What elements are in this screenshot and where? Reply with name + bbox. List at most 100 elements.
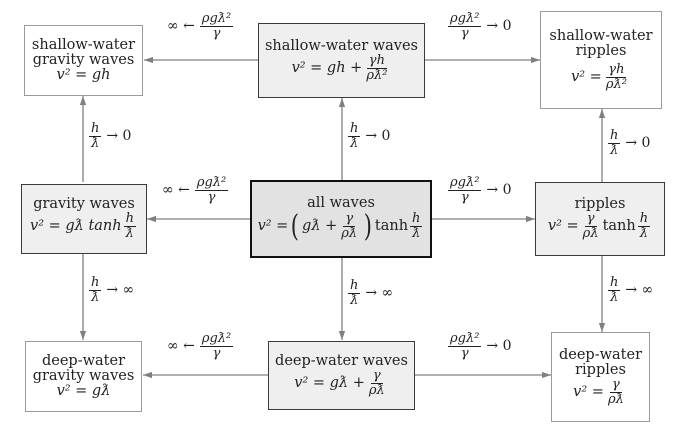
fraction-denominator: ƛ [610,289,619,305]
node-title-line2: ripples [575,42,627,59]
fraction-numerator: γ [343,211,356,228]
eq-tanh: tanh [602,218,636,234]
fraction-denominator: ƛ [350,292,359,308]
node-equation: v² = γ ρƛ [573,378,628,406]
node-all-waves: all waves v² = ( gƛ + γ ρƛ ) tanh h ƛ [250,180,432,258]
node-deep-water-waves: deep-water waves v² = gƛ + γ ρƛ [268,341,415,410]
fraction-h: h ƛ [410,212,423,242]
fraction-numerator: ρgƛ² [199,331,234,347]
fraction-denominator: ƛ [412,226,421,242]
node-equation: v² = gƛ [56,383,111,400]
label-prefix: ∞ ← [167,18,195,35]
node-equation: v² = ( gƛ + γ ρƛ ) tanh h ƛ [257,208,425,244]
node-title: shallow-water waves [264,37,418,54]
fraction-numerator: h [89,121,102,137]
fraction-numerator: ρgƛ² [448,175,482,191]
node-deep-water-gravity-waves: deep-water gravity waves v² = gƛ [25,341,142,412]
node-title: ripples [574,196,626,213]
node-title: deep-water waves [275,352,408,369]
node-title-line2: gravity waves [32,51,135,68]
node-equation: v² = gh [56,67,111,84]
node-shallow-water-ripples: shallow-water ripples v² = γh ρƛ² [540,11,662,109]
label-suffix: → 0 [106,128,132,145]
fraction-numerator: γ [584,211,597,228]
fraction-denominator: ƛ [610,142,619,158]
fraction: γh ρƛ² [364,54,389,82]
fraction-denominator: γ [460,25,469,41]
fraction-numerator: h [608,275,621,291]
eq-left: v² = gƛ + [294,374,365,391]
fraction-denominator: ρƛ [607,391,624,407]
fraction-numerator: ρgƛ² [448,11,482,27]
fraction-numerator: h [637,211,651,228]
label-suffix: → 0 [486,18,512,35]
fraction-numerator: γ [609,377,622,393]
node-ripples: ripples v² = γ ρƛ tanh h ƛ [535,182,665,256]
node-equation: v² = gh + γh ρƛ² [292,54,392,82]
node-title-line1: deep-water [41,352,126,369]
label-prefix: ∞ ← [167,338,195,355]
label-prefix: ∞ ← [162,182,190,199]
node-title: all waves [307,195,375,212]
eq-left: v² = [573,383,604,400]
fraction-numerator: γh [606,62,627,78]
eq-left: v² = [547,218,579,234]
node-equation: v² = gƛ + γ ρƛ [294,369,389,397]
node-gravity-waves: gravity waves v² = gƛ tanh h ƛ [21,184,147,254]
fraction-denominator: γ [460,345,469,361]
node-title-line2: gravity waves [32,367,135,384]
paren-close: ) [363,208,373,244]
fraction-numerator: h [348,121,361,137]
fraction-denominator: γ [212,345,221,361]
eq-left: v² = gh + [291,59,363,76]
node-shallow-water-gravity-waves: shallow-water gravity waves v² = gh [24,25,143,96]
eq-left: v² = [257,218,289,234]
eq-left: v² = gƛ tanh [30,218,122,234]
node-equation: v² = γh ρƛ² [571,63,631,91]
fraction-denominator: ρƛ [582,226,599,242]
fraction-denominator: ρƛ² [605,76,627,92]
label-suffix: → 0 [625,135,651,152]
label-suffix: → ∞ [625,282,654,299]
fraction-denominator: γ [460,189,469,205]
fraction: γ ρƛ [367,369,387,397]
fraction-numerator: ρgƛ² [448,331,482,347]
fraction-denominator: ρƛ [341,226,358,242]
fraction-denominator: ƛ [639,226,649,242]
node-equation: v² = gƛ tanh h ƛ [30,212,138,240]
node-title-line1: deep-water [558,346,643,363]
label-suffix: → 0 [365,128,391,145]
fraction-denominator: ƛ [350,135,359,151]
node-title: gravity waves [33,196,135,213]
label-suffix: → 0 [486,338,512,355]
fraction-gamma: γ ρƛ [339,212,359,240]
fraction-numerator: ρgƛ² [194,175,229,191]
node-title-line1: shallow-water [31,36,136,53]
fraction-denominator: ρƛ [368,382,385,398]
paren-open: ( [291,208,300,244]
label-suffix: → ∞ [365,285,394,302]
fraction: γ ρƛ [606,378,626,406]
node-deep-water-ripples: deep-water ripples v² = γ ρƛ [551,332,650,422]
fraction-numerator: h [348,278,361,294]
